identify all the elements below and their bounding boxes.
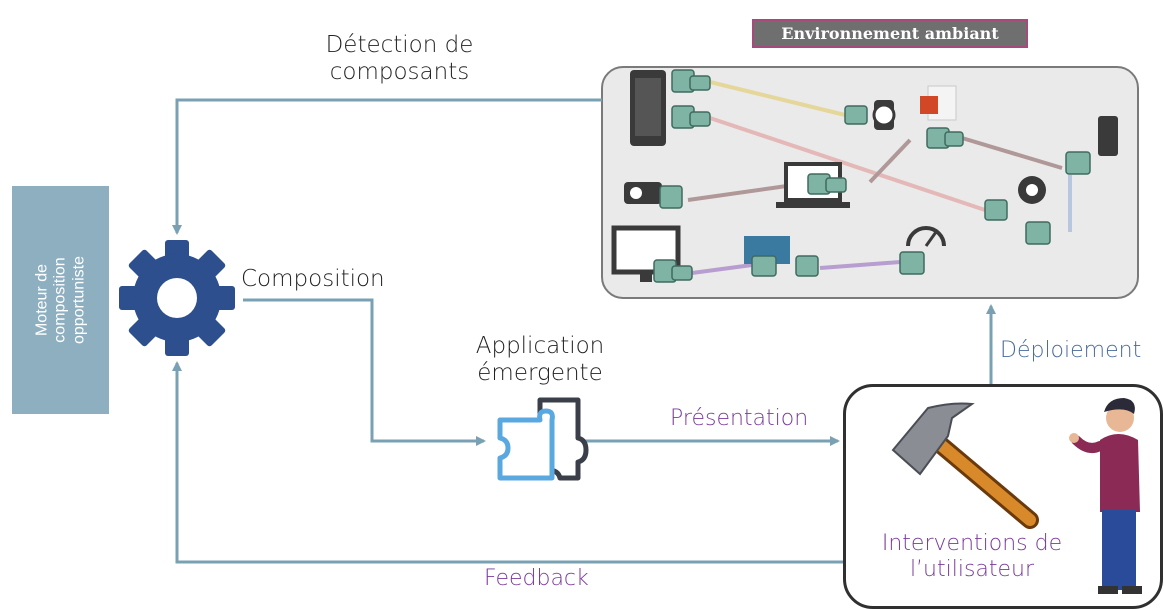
interventions-label: Interventions de l’utilisateur: [881, 531, 1063, 582]
puzzle-icon: [497, 397, 589, 481]
powerpoint-icon: [920, 85, 957, 121]
environment-links: [687, 80, 1072, 275]
smartphone-icon: [630, 70, 666, 146]
gear-icon: [119, 240, 235, 356]
composition-engine-box: Moteur de composition opportuniste: [12, 186, 109, 414]
remote-icon: [1098, 116, 1118, 156]
projector-icon: [624, 182, 662, 204]
detection-label: Détection de composants: [325, 32, 474, 86]
person-icon: [1069, 398, 1142, 594]
environment-box: [601, 66, 1139, 299]
composition-label: Composition: [241, 266, 385, 292]
environment-title: Environnement ambiant: [752, 19, 1028, 48]
gauge-icon: [906, 226, 946, 247]
hammer-icon: [891, 402, 1039, 529]
smartwatch-icon: [872, 100, 896, 130]
presentation-label: Présentation: [670, 406, 809, 431]
detection-arrow: [172, 98, 602, 235]
feedback-label: Feedback: [484, 566, 589, 591]
webcam-icon: [1018, 176, 1046, 204]
connectors: [653, 69, 1091, 283]
feedback-arrow: [172, 361, 843, 564]
composition-arrow: [243, 298, 486, 446]
deploiement-label: Déploiement: [1000, 338, 1142, 363]
application-label: Application émergente: [475, 333, 605, 387]
